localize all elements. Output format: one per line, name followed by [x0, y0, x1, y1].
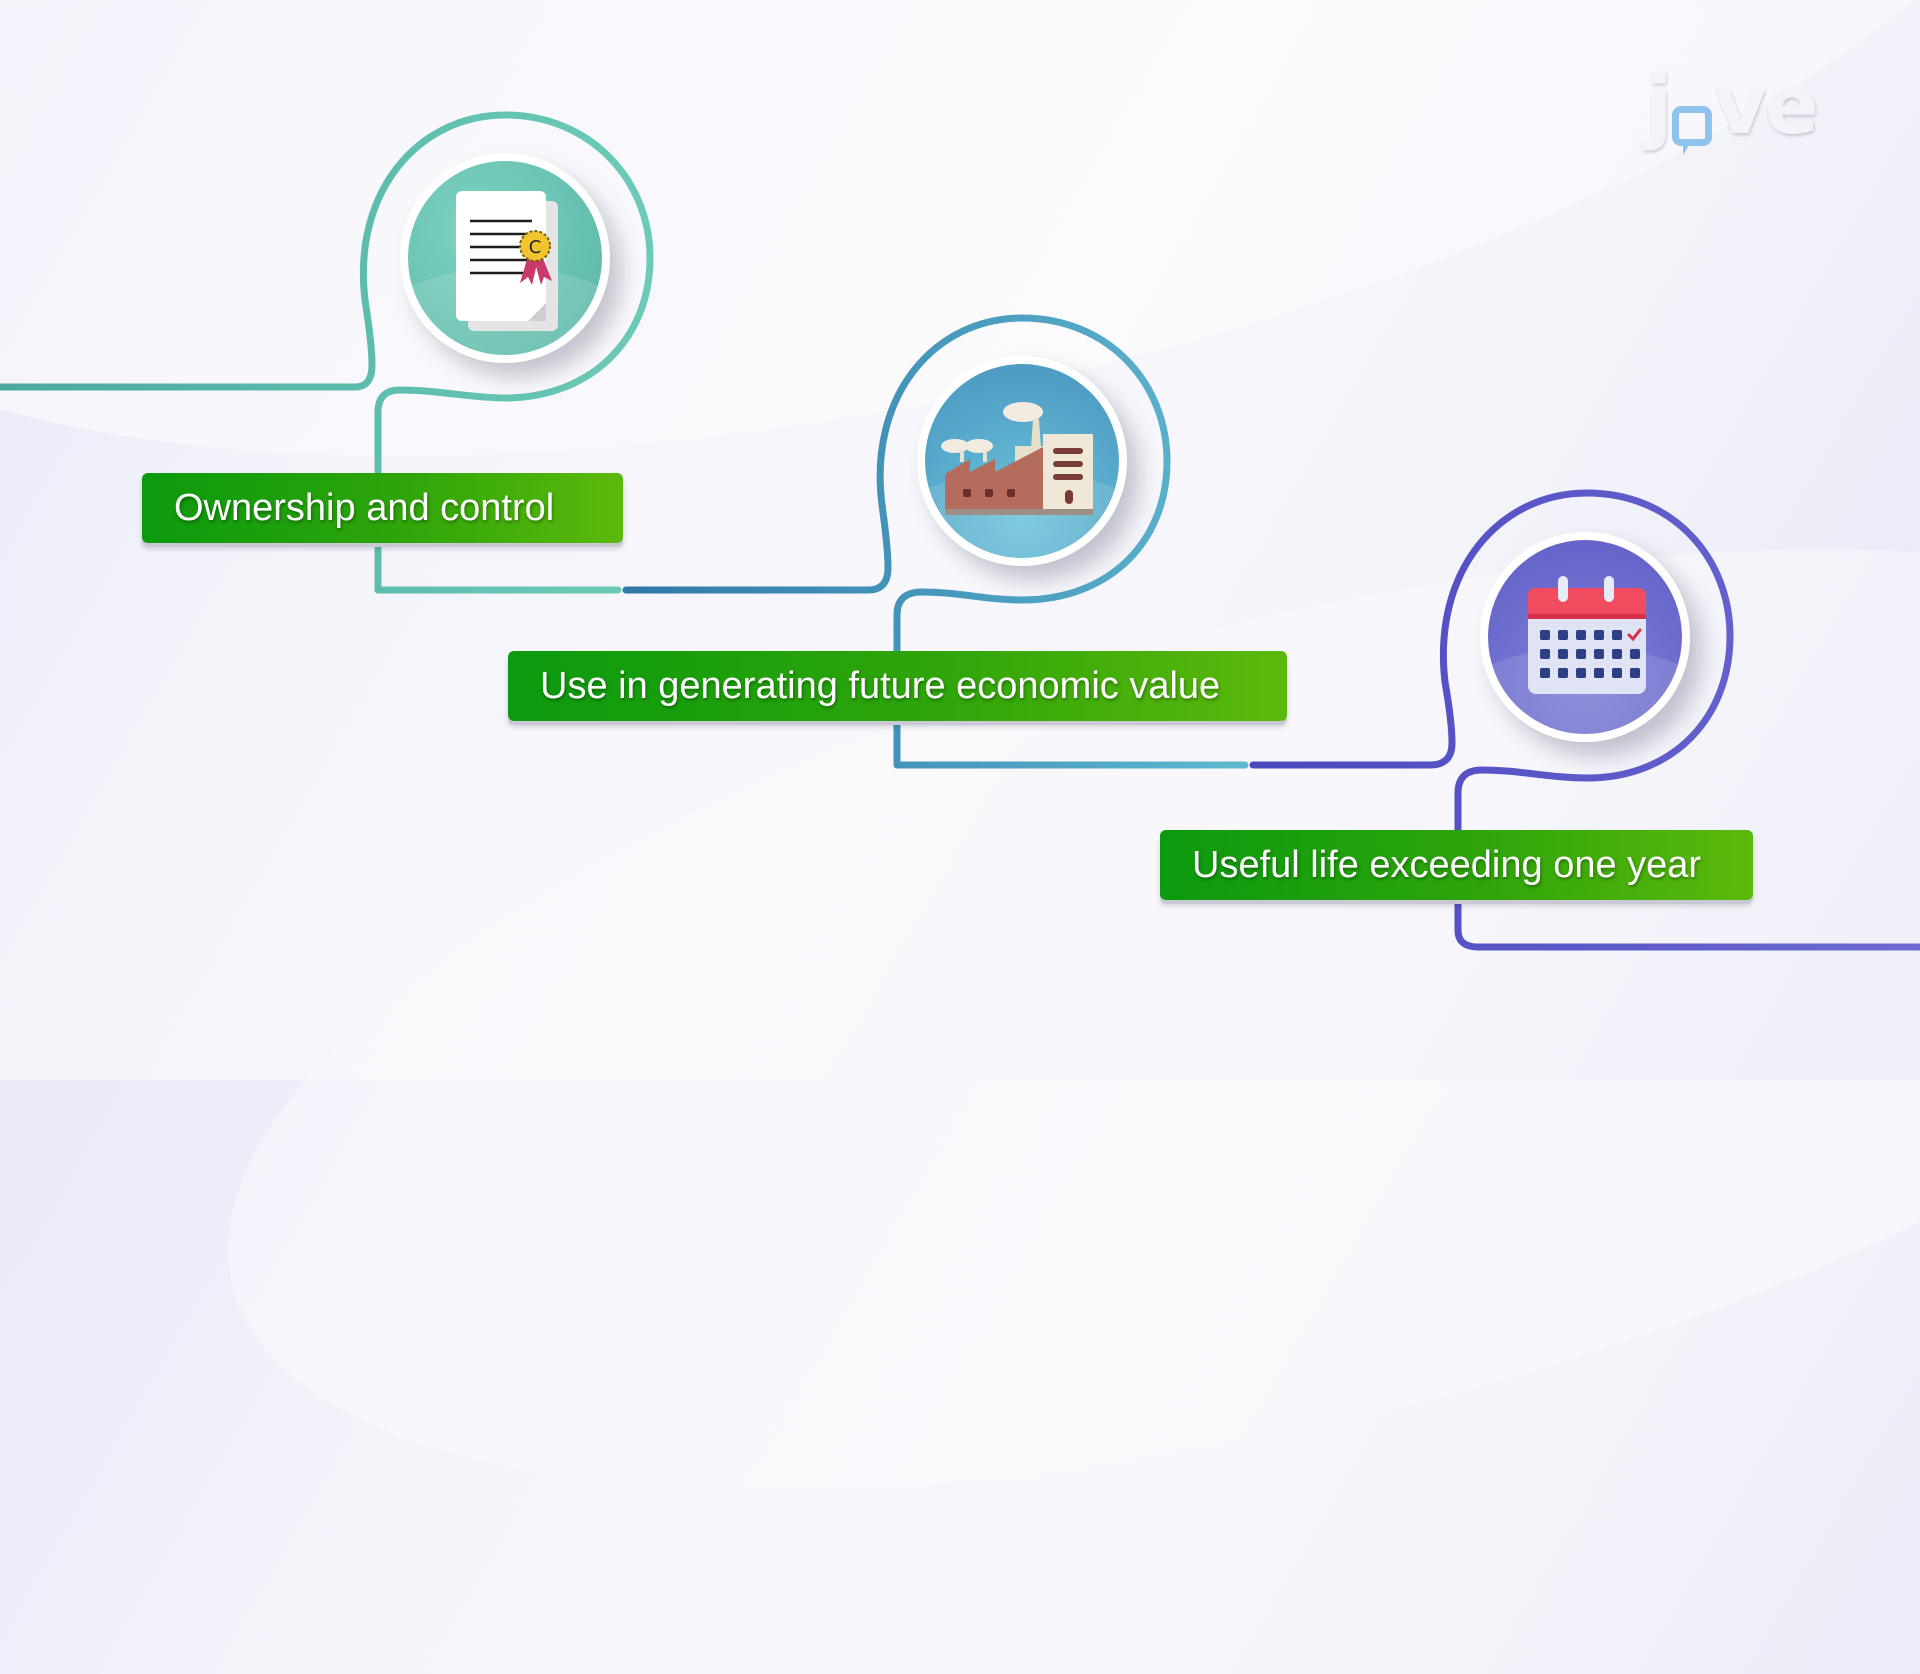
svg-text:C: C	[529, 237, 542, 258]
step-3-icon-circle	[1480, 532, 1690, 742]
step-1-icon-circle: C	[400, 153, 610, 363]
logo-text-j: j	[1645, 59, 1672, 152]
connector-3	[1249, 489, 1920, 951]
step-2-icon-circle	[917, 356, 1127, 566]
factory-icon	[941, 402, 1093, 515]
connector-lines	[0, 111, 1920, 951]
calendar-icon	[1528, 576, 1646, 694]
connector-2	[622, 314, 1249, 769]
step-2-label: Use in generating future economic value	[508, 651, 1287, 721]
step-3-label: Useful life exceeding one year	[1160, 830, 1753, 900]
step-1-label: Ownership and control	[142, 473, 623, 543]
step-3-label-text: Useful life exceeding one year	[1192, 843, 1702, 886]
connector-1	[0, 111, 654, 594]
speech-bubble-icon	[1672, 106, 1713, 155]
certificate-document-icon: C	[456, 191, 558, 331]
step-1-label-text: Ownership and control	[174, 486, 555, 529]
logo-text-ve: ve	[1714, 59, 1818, 152]
step-2-label-text: Use in generating future economic value	[540, 664, 1221, 707]
